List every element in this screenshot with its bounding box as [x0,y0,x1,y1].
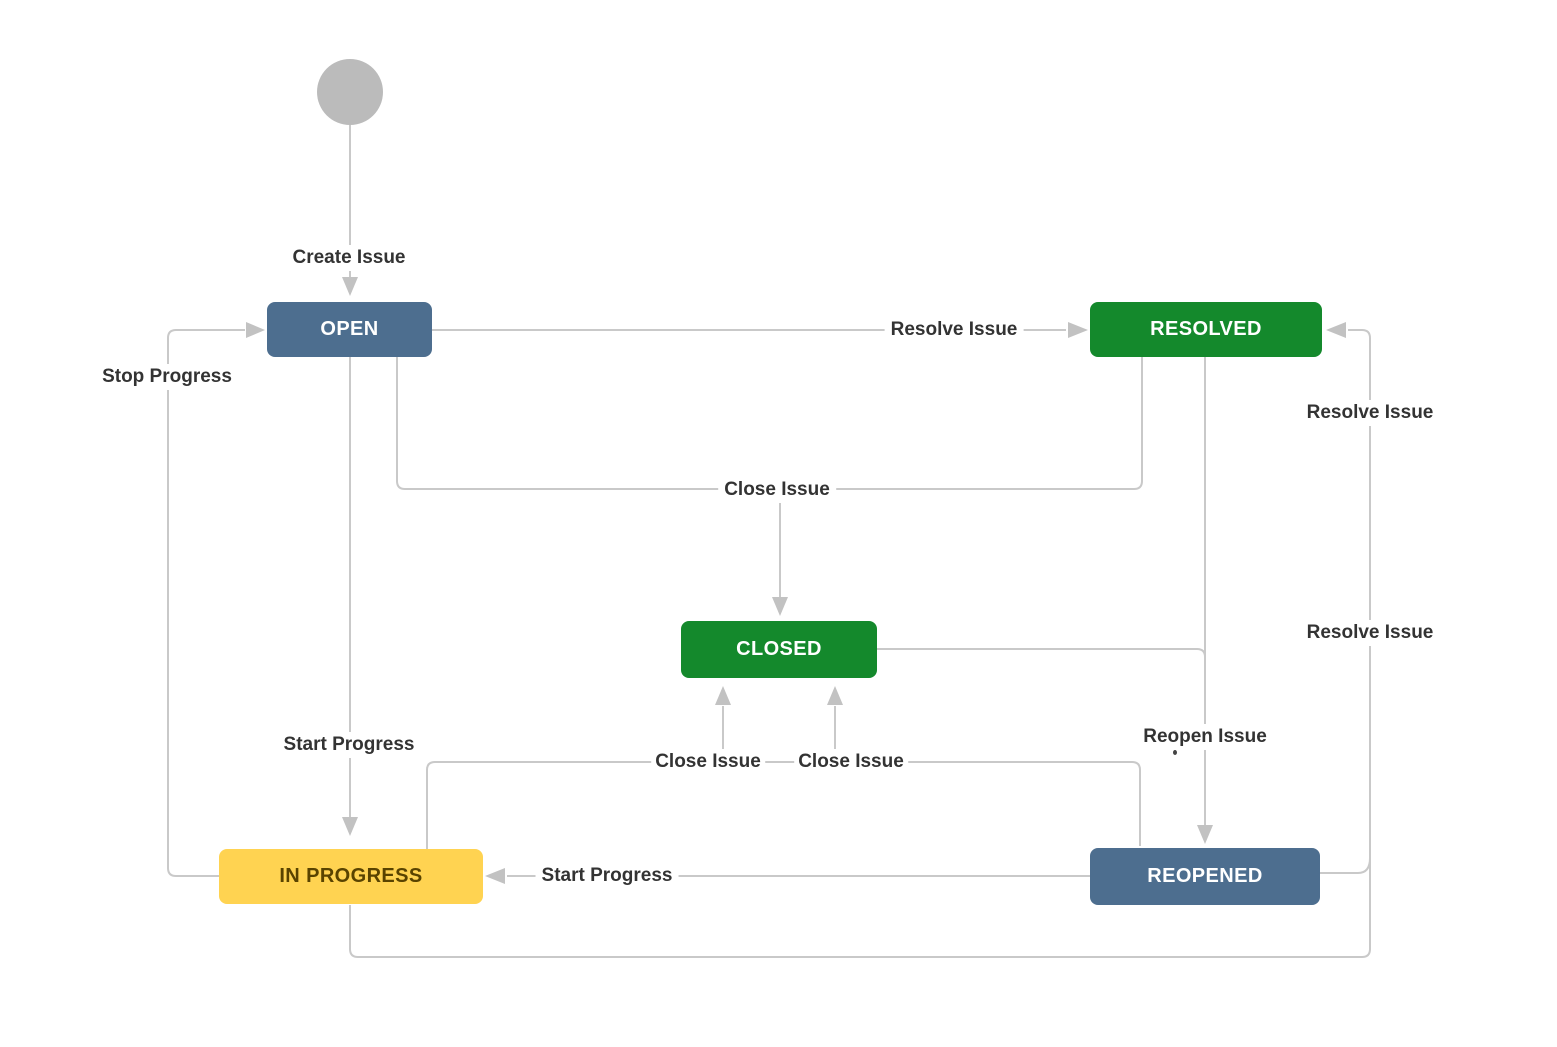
transition-label-close-issue-shared[interactable]: Close Issue [718,477,836,503]
transition-label-create-issue[interactable]: Create Issue [286,245,412,271]
edge-reopened-merge-resolved [1320,857,1371,874]
status-reopened[interactable]: REOPENED [1090,848,1320,905]
transition-label-stop-progress[interactable]: Stop Progress [96,364,238,390]
transition-label-start-progress-reopened[interactable]: Start Progress [535,863,679,889]
edge-open-resolved-closed [396,357,1143,490]
status-open[interactable]: OPEN [267,302,432,357]
arrowhead-into-inprogress-top [342,817,358,836]
arrowhead-into-closed-top [772,597,788,616]
arrowhead-into-reopened-top [1197,825,1213,844]
edge-inprogress-open [167,329,245,877]
arrowhead-into-open-top [342,277,358,296]
arrowhead-into-inprogress-right [485,868,505,884]
edge-closed-merge-reopened [877,648,1206,658]
arrowhead-into-resolved-right [1326,322,1346,338]
arrowhead-into-open-left [246,322,265,338]
status-closed[interactable]: CLOSED [681,621,877,678]
arrowhead-into-closed-bottom-left [715,686,731,705]
stray-dot-artifact [1173,750,1177,755]
transition-label-resolve-issue-top[interactable]: Resolve Issue [884,317,1024,343]
status-resolved[interactable]: RESOLVED [1090,302,1322,357]
transition-label-resolve-issue-right-lower[interactable]: Resolve Issue [1300,620,1440,646]
edge-inprogress-reopened-closed [426,761,1141,849]
transition-label-start-progress-open[interactable]: Start Progress [277,732,421,758]
transition-label-resolve-issue-right-upper[interactable]: Resolve Issue [1300,400,1440,426]
start-state-circle [317,59,383,125]
status-in-progress[interactable]: IN PROGRESS [219,849,483,904]
transition-label-close-issue-reopened[interactable]: Close Issue [794,749,908,775]
arrowhead-into-closed-bottom-right [827,686,843,705]
edge-inprogress-resolved [349,329,1371,958]
transition-label-close-issue-in-progress[interactable]: Close Issue [651,749,765,775]
arrowhead-into-resolved-left [1068,322,1088,338]
transition-label-reopen-issue[interactable]: Reopen Issue [1137,724,1273,750]
